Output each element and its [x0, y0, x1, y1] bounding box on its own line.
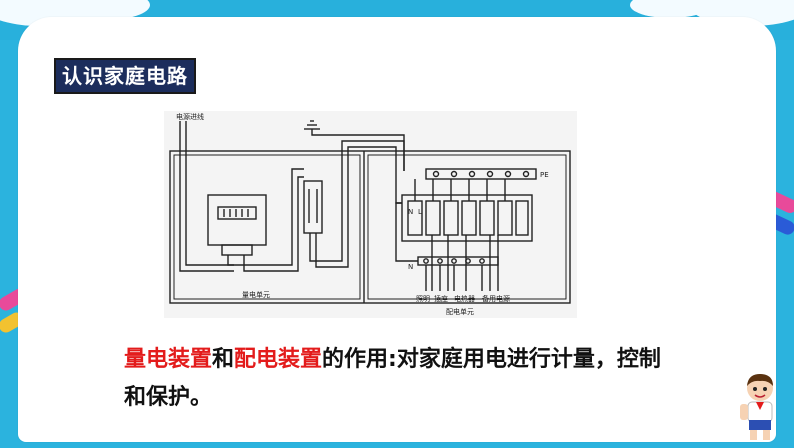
label-socket: 插座 [434, 294, 448, 303]
student-illustration [736, 372, 784, 444]
label-water-heater: 电热器 [454, 294, 475, 303]
section-title-box: 认识家庭电路 [54, 58, 196, 94]
label-distribution-unit: 配电单元 [446, 307, 474, 316]
circuit-drawing: 电源进线 PE N L N 量电单元 照明 插座 电热器 备用电源 配电单元 [169, 112, 571, 316]
label-l: L [418, 208, 422, 216]
desc-and: 和 [212, 347, 235, 372]
highlight-distribution: 配电装置 [234, 347, 323, 372]
label-spare: 备用电源 [482, 294, 510, 303]
pe-busbar [425, 168, 537, 180]
label-pe: PE [540, 171, 549, 179]
desc-end: 和保护。 [124, 385, 213, 410]
cloud-decoration [60, 0, 150, 20]
section-title: 认识家庭电路 [62, 64, 188, 88]
label-lighting: 照明 [416, 295, 430, 303]
desc-function: 的作用:对家庭用电进行计量，控制 [322, 347, 661, 372]
label-n-top: N [408, 208, 413, 216]
household-circuit-diagram: 电源进线 PE N L N 量电单元 照明 插座 电热器 备用电源 配电单元 [164, 111, 577, 318]
neutral-busbar [417, 256, 499, 266]
label-metering-unit: 量电单元 [242, 290, 270, 299]
label-n-bottom: N [408, 263, 413, 271]
breaker-panel [401, 194, 533, 242]
highlight-metering: 量电装置 [124, 347, 213, 372]
label-power-in: 电源进线 [176, 112, 204, 121]
main-switch [303, 180, 323, 234]
electric-meter [207, 194, 267, 246]
description-text: 量电装置和配电装置的作用:对家庭用电进行计量，控制和保护。 [124, 341, 684, 417]
cabinet-outline [169, 150, 571, 304]
cloud-decoration [630, 0, 710, 18]
